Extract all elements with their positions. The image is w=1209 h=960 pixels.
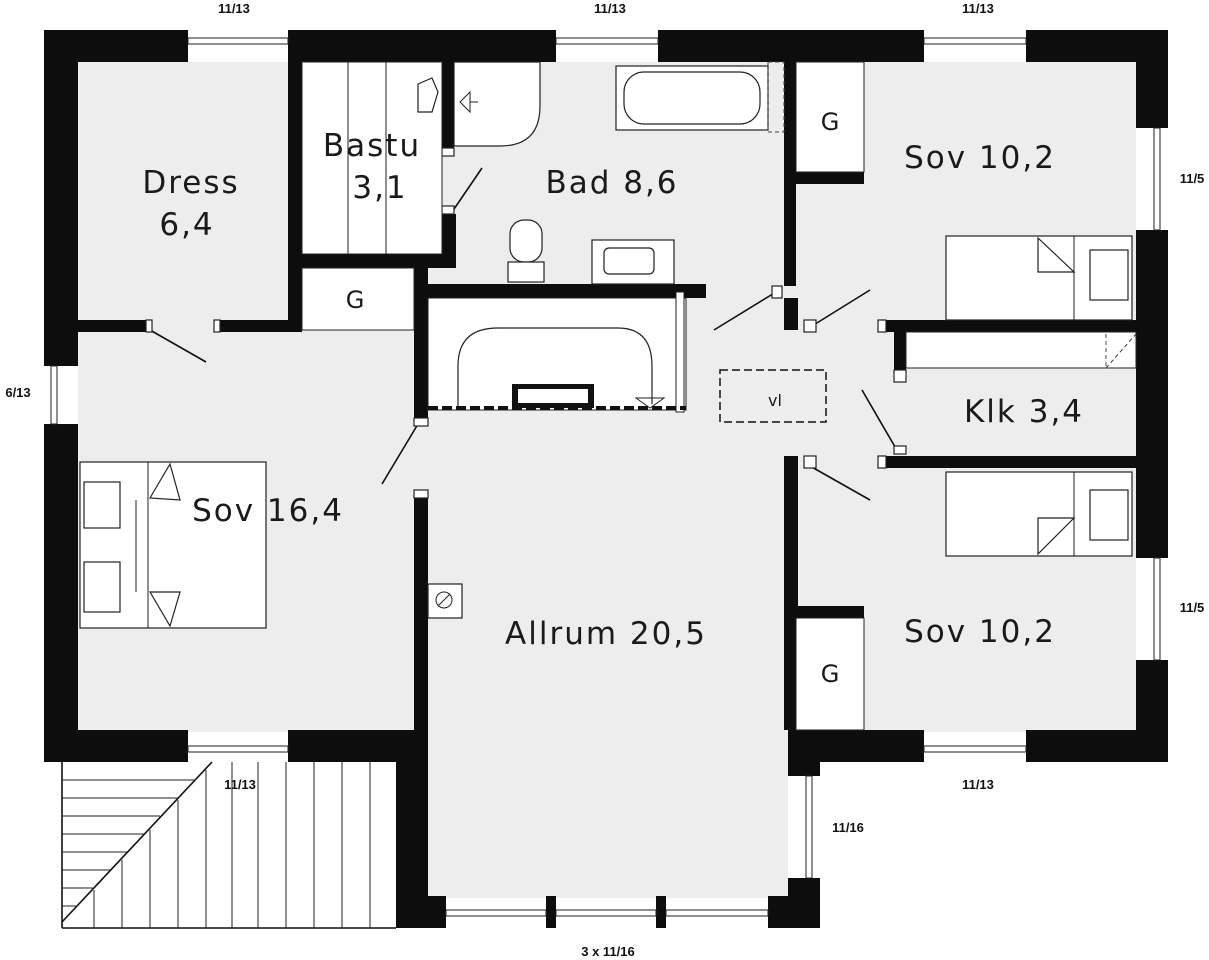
window-bottom-center-label: 3 x 11/16 bbox=[581, 944, 635, 959]
window-left-label: 6/13 bbox=[5, 385, 30, 400]
closet-labels: G G G vl bbox=[346, 108, 840, 688]
window-top-mid-label: 11/13 bbox=[594, 1, 626, 16]
wall-appliance bbox=[427, 583, 463, 619]
bathroom-fixtures bbox=[417, 61, 785, 285]
window-top-left-label: 11/13 bbox=[218, 1, 250, 16]
room-bastu-area: 3,1 bbox=[352, 170, 407, 206]
sauna-benches bbox=[301, 61, 443, 255]
window-bay-side-label: 11/16 bbox=[832, 820, 864, 835]
room-labels: Dress 6,4 Bastu 3,1 Bad 8,6 Sov 10,2 Sov… bbox=[142, 128, 1084, 652]
fireplace-unit bbox=[427, 291, 687, 413]
closets bbox=[301, 61, 865, 731]
room-bastu-name: Bastu bbox=[323, 128, 421, 164]
room-sov-main-label: Sov 16,4 bbox=[192, 493, 344, 529]
room-dress-area: 6,4 bbox=[159, 207, 214, 243]
room-allrum-label: Allrum 20,5 bbox=[505, 616, 707, 652]
exterior-walls bbox=[44, 30, 1168, 928]
beds bbox=[79, 235, 1133, 629]
window-bottom-left-label: 11/13 bbox=[224, 777, 256, 792]
closet-g-bottom-right: G bbox=[821, 660, 840, 688]
vent-label: vl bbox=[768, 391, 782, 410]
window-bottom-right-label: 11/13 bbox=[962, 777, 994, 792]
room-sov-bottom-right-label: Sov 10,2 bbox=[904, 614, 1056, 650]
closet-g-mid: G bbox=[346, 286, 365, 314]
exterior-stair bbox=[61, 761, 396, 929]
closet-shelf bbox=[905, 331, 1137, 369]
room-dress-name: Dress bbox=[142, 165, 239, 201]
window-right-lower-label: 11/5 bbox=[1180, 600, 1205, 615]
room-sov-top-right-label: Sov 10,2 bbox=[904, 140, 1056, 176]
doors bbox=[145, 147, 907, 501]
window-labels: 11/13 11/13 11/13 11/5 11/5 6/13 11/13 1… bbox=[5, 1, 1204, 959]
windows bbox=[50, 37, 1161, 917]
interior-walls bbox=[78, 60, 1136, 732]
vent-box bbox=[719, 369, 827, 423]
window-top-right-label: 11/13 bbox=[962, 1, 994, 16]
room-bad-label: Bad 8,6 bbox=[545, 165, 678, 201]
window-right-upper-label: 11/5 bbox=[1180, 171, 1205, 186]
room-klk-label: Klk 3,4 bbox=[964, 394, 1084, 430]
closet-g-top-right: G bbox=[821, 108, 840, 136]
